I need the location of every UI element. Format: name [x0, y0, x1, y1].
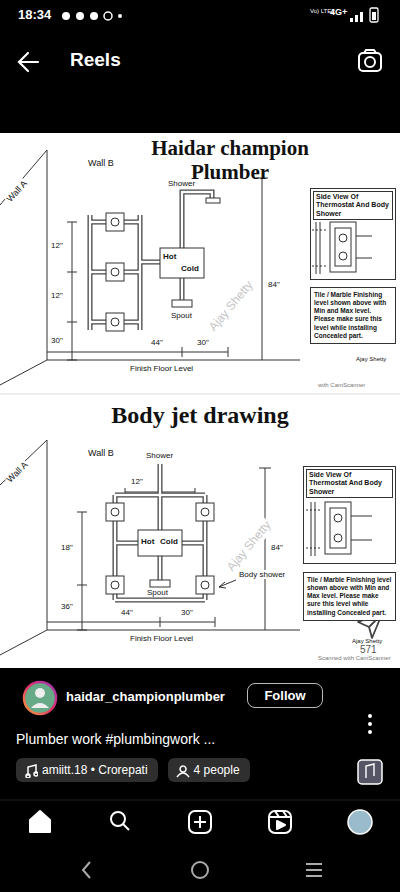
spout	[150, 580, 170, 587]
walls	[0, 440, 300, 655]
pipe-label: Spout	[170, 311, 193, 320]
dimension-label: 12"	[50, 291, 64, 300]
dimension-label: 30"	[196, 338, 210, 347]
music-thumb	[358, 760, 382, 784]
valve-label: Hot	[141, 537, 154, 546]
floor-label: Finish Floor Level	[130, 364, 193, 373]
dimension-label: 12"	[50, 241, 64, 250]
shower-arm	[206, 198, 220, 203]
valve-label: Cold	[160, 537, 178, 546]
people-chip: 4 people	[168, 758, 250, 782]
side-view-panel: Side View Of Thermostat And Body Shower	[310, 188, 396, 280]
audio-chip: amiitt.18 • Crorepati	[16, 758, 158, 782]
caption-text: Plumber work #plumbingwork ...	[16, 731, 215, 747]
system-nav	[83, 862, 322, 878]
valve-label: Hot	[163, 252, 176, 261]
pipe-label: Shower	[146, 451, 173, 460]
dimension-label: 84"	[270, 543, 284, 552]
account-name: haidar_championplumber	[66, 690, 225, 705]
avatar-body	[31, 703, 49, 708]
signature: Ajay Shetty	[352, 638, 382, 645]
nav-divider	[0, 800, 400, 801]
music-icon	[24, 764, 38, 778]
music-note	[366, 764, 374, 778]
camera-icon	[359, 50, 381, 71]
sheet-divider	[0, 394, 400, 395]
body-jets	[106, 503, 214, 594]
overlay-heading: Body jet drawing	[80, 402, 320, 430]
floor-label: Finish Floor Level	[130, 634, 193, 643]
page-title: Reels	[70, 49, 121, 71]
share-count: 571	[360, 644, 377, 656]
thermostat-valve	[160, 248, 204, 278]
overlay-heading: Haidar champion Plumber	[130, 136, 330, 184]
back-arrow	[19, 53, 38, 71]
dimension-label: 44"	[150, 338, 164, 347]
drawing-sheet	[0, 133, 400, 668]
scanner-mark: with CamScanner	[318, 382, 365, 389]
dimension-label: 12"	[130, 477, 144, 486]
side-view-drawing	[306, 502, 372, 556]
walls	[0, 150, 300, 385]
side-view-panel: Side View Of Thermostat And Body Shower	[303, 466, 396, 564]
note-box: Tile / Marble Finishing level shown abov…	[303, 572, 396, 621]
pipe-label: Spout	[147, 588, 168, 597]
callout-label: Body shower	[238, 570, 286, 579]
button-text: Follow	[254, 688, 316, 703]
pipe-outline	[115, 464, 205, 600]
pipe-outline	[90, 192, 212, 330]
avatar	[24, 682, 56, 714]
dimension-label: 36"	[60, 602, 74, 611]
dimension-label: 44"	[120, 608, 134, 617]
status-icons	[62, 8, 378, 22]
note-text: Tile / Marble Finishing level shown abov…	[314, 291, 392, 340]
button-text: amiitt.18 • Crorepati	[42, 763, 148, 777]
note-text: Tile / Marble Finishing level shown abov…	[307, 576, 392, 617]
pipe-label: Shower	[168, 179, 195, 188]
status-time: 18:34	[18, 8, 51, 23]
body-jets	[106, 198, 220, 331]
panel-title: Side View Of Thermostat And Body Shower	[313, 191, 393, 220]
valve-label: Cold	[181, 264, 199, 273]
dimension-label: 84"	[267, 280, 281, 289]
side-view-drawing	[312, 222, 372, 274]
wall-label: Wall B	[88, 158, 114, 168]
button-text: 4 people	[194, 763, 240, 777]
scanner-mark: Scanned with CamScanner	[318, 655, 391, 662]
spout	[172, 300, 192, 307]
note-box: Tile / Marble Finishing level shown abov…	[310, 287, 396, 344]
dimension-label: 18"	[60, 543, 74, 552]
nav-icons	[30, 811, 291, 833]
thermostat-valve	[138, 530, 182, 556]
dimension-label: 30"	[180, 608, 194, 617]
status-text: 4G+	[330, 7, 347, 17]
signature: Ajay Shetty	[356, 356, 386, 363]
follow-button: Follow	[247, 683, 323, 708]
wall-label: Wall B	[88, 448, 114, 458]
dimension-label: 30"	[50, 336, 64, 345]
people-icon	[176, 764, 190, 778]
more-dots	[368, 714, 372, 734]
panel-title: Side View Of Thermostat And Body Shower	[306, 469, 393, 498]
leader-line	[219, 580, 236, 588]
profile-avatar	[348, 810, 372, 834]
avatar-head	[35, 688, 45, 698]
pipe-inner	[115, 464, 205, 600]
pipe-inner	[90, 192, 212, 330]
